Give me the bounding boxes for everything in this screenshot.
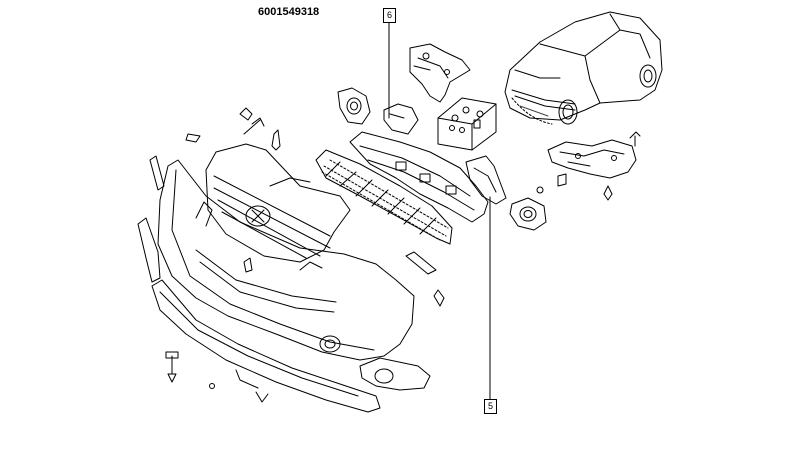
screw[interactable] [165, 351, 215, 389]
front-bumper[interactable] [157, 159, 415, 361]
callout-5[interactable]: 5 [484, 399, 497, 414]
upper-air-intake-grille[interactable] [315, 149, 453, 245]
side-bracket-right[interactable] [547, 139, 637, 179]
car-overview[interactable] [504, 11, 663, 125]
bumper-beam-reinforcement[interactable] [349, 131, 489, 223]
fog-lamp-housing-left[interactable] [337, 87, 371, 125]
callout-6[interactable]: 6 [383, 8, 396, 23]
side-bracket[interactable] [465, 155, 507, 205]
part-number: 6001549318 [258, 6, 320, 18]
fog-lamp-bezel[interactable] [359, 357, 431, 391]
side-strip[interactable] [137, 217, 161, 283]
clip-parts[interactable] [149, 107, 445, 307]
inner-bracket[interactable] [409, 43, 471, 103]
hardware-kit[interactable] [437, 97, 497, 151]
grille[interactable] [205, 117, 351, 263]
lower-spoiler[interactable] [151, 279, 381, 413]
fastener[interactable] [536, 131, 641, 201]
callout-leader-lines [388, 21, 491, 400]
bracket-clip[interactable] [383, 103, 419, 135]
fog-lamp-housing[interactable] [509, 197, 547, 231]
